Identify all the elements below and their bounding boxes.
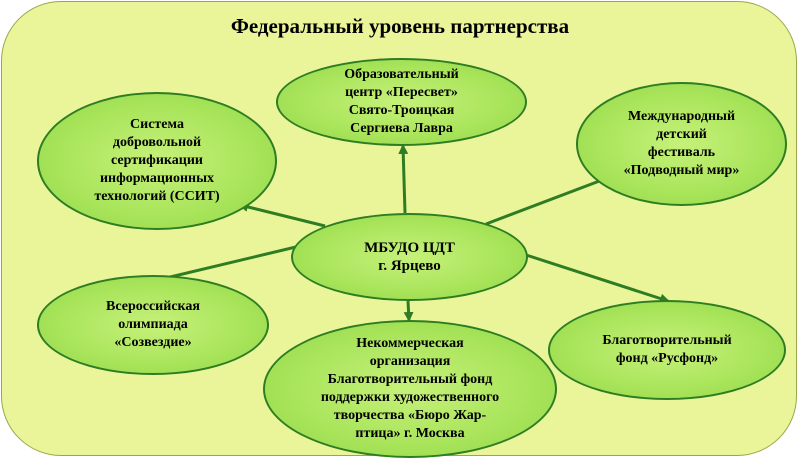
partner-node-label: Международный детский фестиваль «Подводн… (623, 109, 740, 178)
partner-node-label: Система добровольной сертификации информ… (94, 117, 220, 204)
connector-left (238, 202, 326, 228)
partner-node-left: Система добровольной сертификации информ… (37, 92, 277, 230)
partner-node-label: Некоммерческая организация Благотворител… (320, 336, 500, 441)
connector-top (398, 144, 409, 214)
partner-node-label: Благотворительный фонд «Русфонд» (602, 333, 732, 366)
partner-node-bottom: Некоммерческая организация Благотворител… (263, 320, 557, 458)
partner-node-bottomleft: Всероссийская олимпиада «Созвездие» (37, 275, 269, 375)
partner-node-label: Образовательный центр «Пересвет» Свято-Т… (344, 67, 459, 136)
partner-node-bottomright: Благотворительный фонд «Русфонд» (548, 300, 786, 400)
diagram-title: Федеральный уровень партнерства (230, 14, 570, 38)
partner-node-top: Образовательный центр «Пересвет» Свято-Т… (276, 58, 527, 146)
partner-node-label: Всероссийская олимпиада «Созвездие» (106, 299, 200, 350)
center-node-label: МБУДО ЦДТ г. Ярцево (364, 240, 455, 274)
connector-bottom (403, 300, 414, 322)
partner-node-right: Международный детский фестиваль «Подводн… (576, 82, 787, 206)
connector-bottomright (522, 252, 670, 304)
center-node: МБУДО ЦДТ г. Ярцево (291, 213, 528, 301)
connector-right (485, 175, 612, 226)
